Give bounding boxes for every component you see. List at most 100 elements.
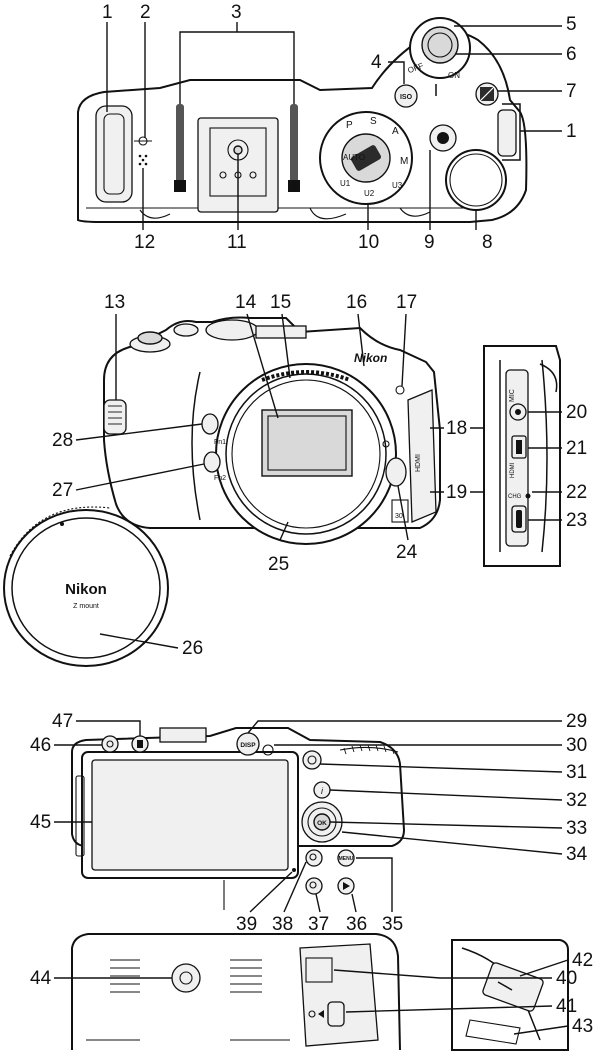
image-sensor [261, 409, 353, 477]
charge-lamp-label: CHG [508, 494, 522, 500]
front-hdmi-label: HDMI [415, 454, 422, 472]
fn2-button[interactable] [203, 451, 221, 473]
callout-6: 6 [566, 44, 577, 65]
callout-16: 16 [346, 292, 367, 313]
mode-m-label: M [400, 156, 408, 167]
i-button[interactable]: i [313, 781, 331, 799]
callout-9: 9 [424, 232, 435, 253]
callout-8: 8 [482, 232, 493, 253]
callout-45: 45 [30, 812, 51, 833]
delete-button[interactable] [131, 735, 149, 753]
body-cap-mount-label: Z mount [73, 603, 99, 610]
callout-14: 14 [235, 292, 257, 313]
callout-1-right: 1 [566, 121, 577, 142]
lens-release-button[interactable] [385, 457, 407, 487]
movie-record-button[interactable] [429, 124, 457, 152]
callout-2: 2 [140, 2, 151, 23]
top-body-outline [77, 30, 528, 223]
battery-chamber-detail [451, 939, 569, 1051]
top-view: L R AUTO P S A M U3 U [77, 17, 528, 223]
callout-4: 4 [371, 52, 382, 73]
stereo-microphone-right: R [288, 104, 300, 192]
callout-43: 43 [572, 1016, 593, 1037]
menu-button-label: MENU [339, 856, 354, 862]
menu-button[interactable]: MENU [337, 849, 355, 867]
shutter-release-button[interactable] [421, 26, 459, 64]
callout-21: 21 [566, 438, 587, 459]
strap-eyelet-right-loop [502, 103, 521, 161]
memory-card-access-lamp [292, 868, 296, 872]
fn1-button[interactable] [201, 413, 219, 435]
callout-35: 35 [382, 914, 403, 935]
callout-22: 22 [566, 482, 587, 503]
back-view: DISP i OK MENU [71, 727, 406, 910]
mode-u1-label: U1 [340, 179, 351, 188]
callout-46: 46 [30, 735, 51, 756]
callout-37: 37 [308, 914, 329, 935]
stereo-microphone-left: L [174, 104, 186, 192]
callout-28: 28 [52, 430, 73, 451]
front-view: Nikon Fn1 Fn2 HDMI 30 [103, 316, 441, 545]
callout-19: 19 [446, 482, 467, 503]
cpu-contacts [261, 370, 351, 382]
speaker-dots [138, 154, 148, 166]
release-mode-lever[interactable] [262, 744, 274, 756]
mode-auto-label: AUTO [343, 153, 365, 162]
iso-button[interactable]: ISO [394, 84, 418, 108]
mounting-mark [382, 440, 390, 448]
callout-38: 38 [272, 914, 293, 935]
back-accessory-shoe [159, 727, 207, 743]
bottom-vents [110, 959, 262, 993]
mode-u2-label: U2 [364, 189, 375, 198]
strap-eyelet-left-inner [103, 113, 125, 195]
callout-34: 34 [566, 844, 588, 865]
mic-jack-label: MIC [509, 389, 516, 402]
callout-13: 13 [104, 292, 125, 313]
playback-button[interactable] [337, 877, 355, 895]
battery-cover-latch[interactable] [327, 1001, 345, 1027]
callout-5: 5 [566, 14, 577, 35]
back-callouts: 47 46 29 30 31 32 33 34 35 36 37 38 39 4… [30, 711, 588, 935]
mode-p-label: P [346, 120, 353, 131]
exposure-compensation-button[interactable] [475, 82, 499, 106]
callout-27: 27 [52, 480, 73, 501]
playback-zoom-button[interactable] [101, 735, 119, 753]
disp-button[interactable]: DISP [236, 732, 260, 756]
zoom-in-button[interactable] [305, 849, 323, 867]
ok-button-label: OK [317, 820, 327, 827]
battery-latch [497, 981, 513, 991]
monitor-screen [91, 759, 289, 871]
callout-7: 7 [566, 81, 577, 102]
callout-11: 11 [227, 232, 247, 253]
front-brand-logo: Nikon [354, 351, 387, 365]
mic-left-letter: L [178, 183, 183, 192]
memory-card-slot [465, 1019, 521, 1045]
side-callouts: 18 19 20 21 22 23 [430, 402, 587, 531]
mic-right-letter: R [291, 183, 297, 192]
svg-text:i: i [321, 786, 324, 796]
callout-41: 41 [556, 996, 577, 1017]
callout-32: 32 [566, 790, 587, 811]
zoom-out-button[interactable] [305, 877, 323, 895]
callout-23: 23 [566, 510, 587, 531]
bottom-view [71, 933, 401, 1051]
af-on-button[interactable] [302, 750, 322, 770]
callout-39: 39 [236, 914, 257, 935]
callout-12: 12 [134, 232, 155, 253]
callout-18: 18 [446, 418, 467, 439]
callout-33: 33 [566, 818, 587, 839]
callout-25: 25 [268, 554, 289, 575]
model-badge-number: 30 [395, 513, 403, 520]
callout-26: 26 [182, 638, 203, 659]
callout-29: 29 [566, 711, 587, 732]
charge-lamp [525, 493, 531, 499]
ok-button[interactable]: OK [313, 813, 331, 831]
tripod-socket [171, 963, 201, 993]
sub-command-dial[interactable] [103, 399, 127, 435]
mode-a-label: A [392, 126, 399, 137]
mode-dial[interactable]: AUTO P S A M U3 U2 U1 [319, 111, 413, 205]
battery-chamber-cover[interactable] [299, 943, 379, 1047]
command-dial[interactable] [445, 149, 507, 211]
power-on-label: ON [448, 71, 460, 80]
